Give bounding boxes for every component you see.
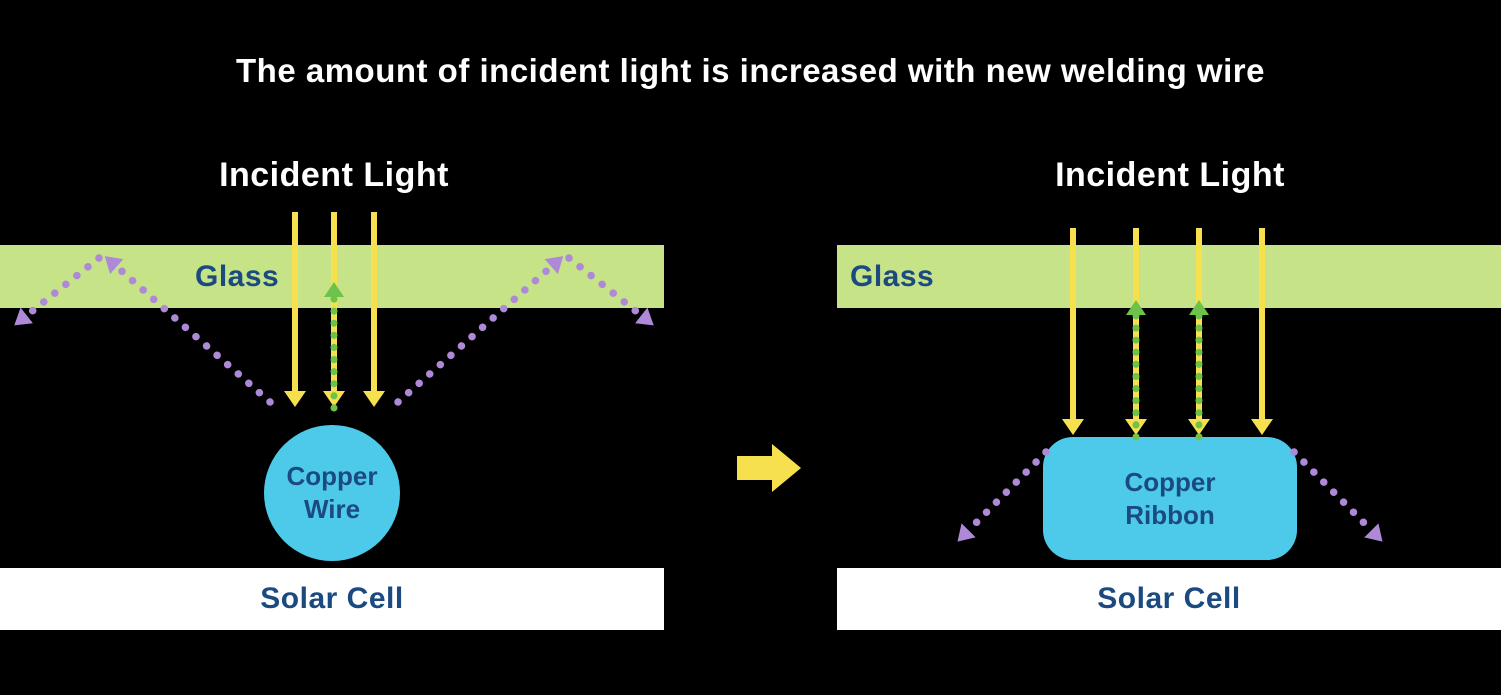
glass-bar-right: Glass [837,245,1501,308]
copper-wire-label-line1: Copper [286,461,378,491]
copper-wire-label-line2: Wire [303,494,361,524]
solar-cell-label-right: Solar Cell [1097,582,1241,615]
diagram-title: The amount of incident light is increase… [236,52,1265,89]
incident-light-label-left: Incident Light [219,156,449,194]
glass-label-left: Glass [195,259,280,293]
glass-label-right: Glass [850,259,935,293]
copper-ribbon-shape: Copper Ribbon [1043,437,1297,560]
incident-light-label-right: Incident Light [1055,156,1285,194]
glass-bar-left: Glass [0,245,664,308]
reflected-light-arrows-right [1126,300,1209,441]
solar-cell-bar-left: Solar Cell [0,568,664,630]
copper-ribbon-label-line1: Copper [1124,466,1216,497]
copper-ribbon-label-line2: Ribbon [1125,499,1215,530]
copper-wire-shape: Copper Wire [264,425,400,561]
solar-cell-bar-right: Solar Cell [837,568,1501,630]
solar-cell-label-left: Solar Cell [260,582,404,615]
transition-right-arrow-icon [737,444,801,492]
